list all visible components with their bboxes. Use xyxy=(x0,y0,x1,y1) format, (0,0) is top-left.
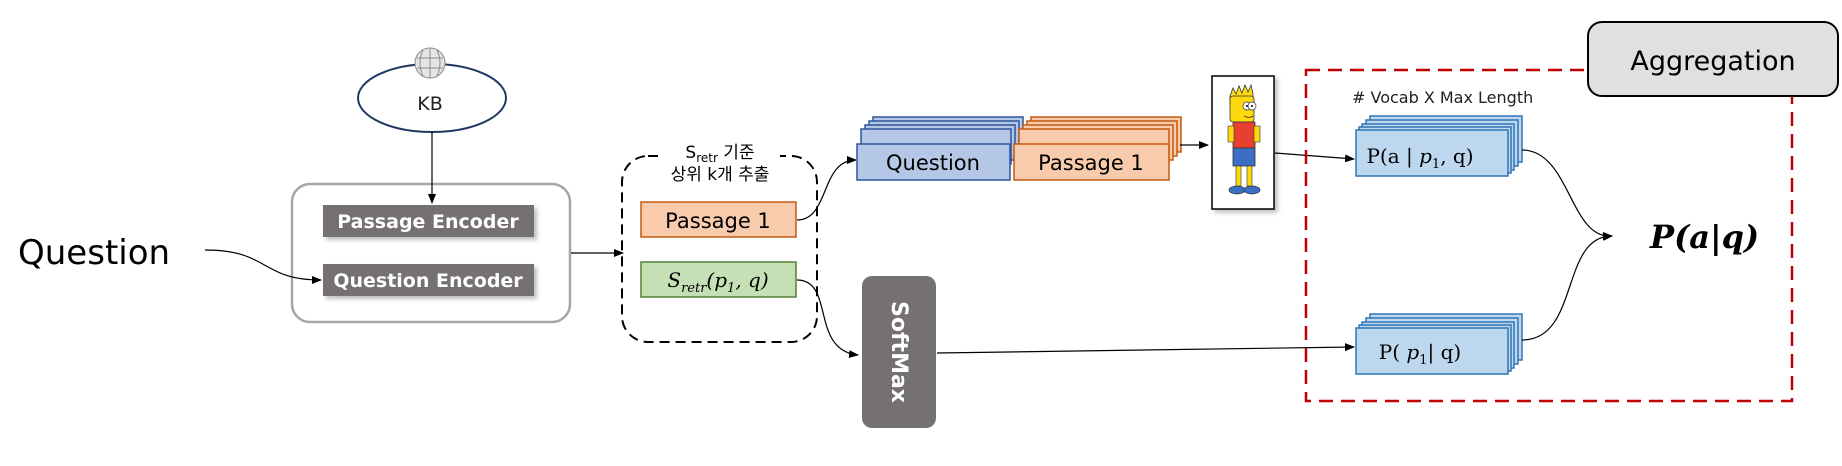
vocab-length-caption: # Vocab X Max Length xyxy=(1352,88,1533,107)
passage-prob-stack: P( p1| q) xyxy=(1355,313,1523,375)
answer-prob-label: P(a | p1, q) xyxy=(1366,144,1473,172)
dense-retriever: Passage Encoder Question Encoder xyxy=(290,182,572,324)
softmax-box: SoftMax xyxy=(862,276,936,428)
topk-retrieval-group: Sretr 기준 상위 k개 추출 Passage 1 Sretr(p1, q) xyxy=(621,143,818,343)
generator-input-passage-label: Passage 1 xyxy=(1038,151,1144,175)
generator-input-question-stack: Question xyxy=(856,116,1024,181)
arrow-passage-prob-to-output xyxy=(1521,232,1613,341)
aggregation-title-box: Aggregation xyxy=(1587,21,1839,97)
topk-caption-line1: Sretr 기준 xyxy=(685,143,754,165)
softmax-label: SoftMax xyxy=(886,301,911,403)
wikipedia-globe-icon xyxy=(414,47,446,79)
question-input-label: Question xyxy=(18,233,170,273)
question-encoder-box: Question Encoder xyxy=(323,264,534,296)
passage-encoder-label: Passage Encoder xyxy=(337,211,519,233)
aggregation-title: Aggregation xyxy=(1630,46,1795,77)
arrow-passage-to-generator-input xyxy=(796,156,857,221)
retrieval-score-box: Sretr(p1, q) xyxy=(640,261,797,298)
answer-prob-stack: P(a | p1, q) xyxy=(1355,115,1523,177)
arrow-generator-to-answer-prob xyxy=(1274,152,1355,163)
arrow-softmax-to-passage-prob xyxy=(936,343,1355,354)
final-output-prob: P(a|q) xyxy=(1649,218,1759,256)
retrieved-passage-box: Passage 1 xyxy=(640,201,797,238)
arrow-score-to-softmax xyxy=(796,279,859,359)
arrow-answer-prob-to-output xyxy=(1521,149,1613,241)
topk-caption-line2: 상위 k개 추출 xyxy=(671,165,770,185)
retrieval-score-label: Sretr(p1, q) xyxy=(667,268,768,296)
generator-input-question-label: Question xyxy=(886,151,980,175)
retrieved-passage-label: Passage 1 xyxy=(665,209,771,233)
bart-character-icon xyxy=(1211,75,1275,210)
question-encoder-label: Question Encoder xyxy=(333,270,523,292)
generator-input-passage-stack: Passage 1 xyxy=(1013,116,1182,181)
aggregation-region: Aggregation # Vocab X Max Length P(a | p… xyxy=(1304,21,1839,403)
arrow-question-to-encoder xyxy=(204,249,322,284)
passage-prob-label: P( p1| q) xyxy=(1379,340,1461,368)
passage-encoder-box: Passage Encoder xyxy=(323,205,534,237)
kb-node: KB xyxy=(357,47,507,133)
kb-label: KB xyxy=(417,93,443,115)
